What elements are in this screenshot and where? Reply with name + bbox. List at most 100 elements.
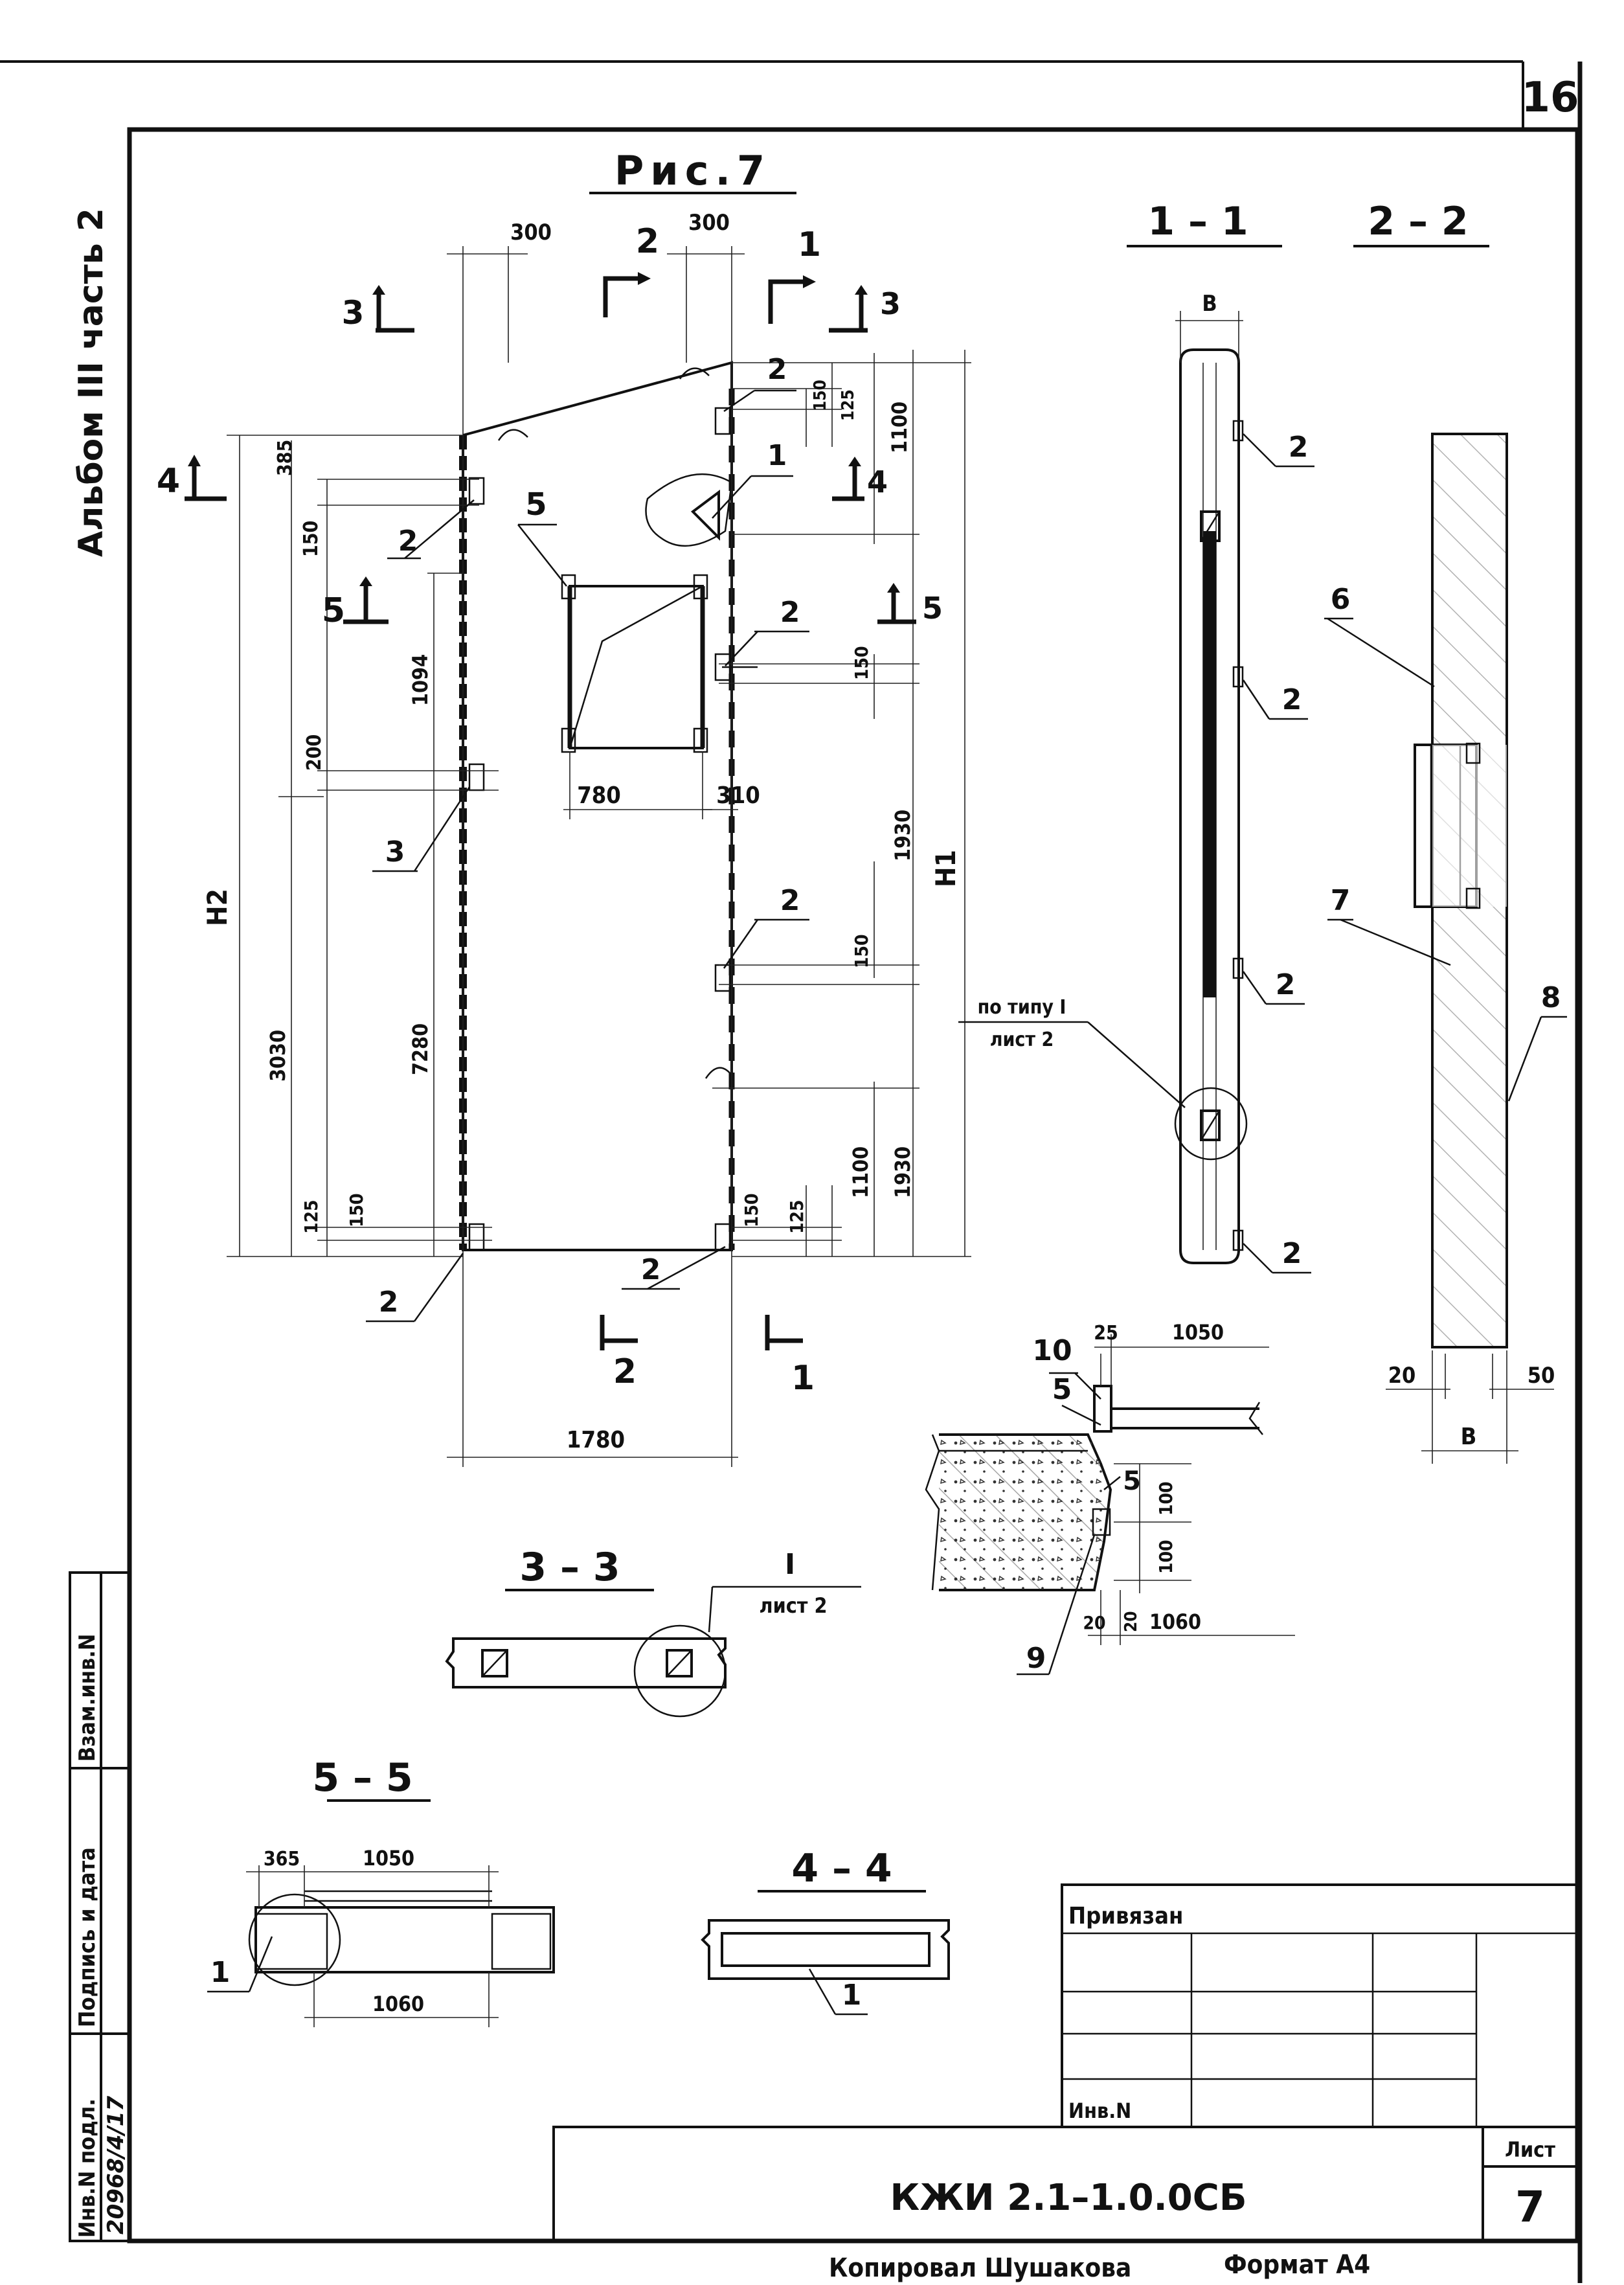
svg-text:B: B	[1202, 291, 1217, 317]
svg-text:3: 3	[880, 286, 901, 321]
svg-text:3030: 3030	[265, 1030, 290, 1082]
svg-text:5: 5	[322, 591, 345, 630]
svg-text:780: 780	[577, 782, 621, 809]
svg-text:по типу I: по типу I	[978, 996, 1066, 1019]
svg-text:3: 3	[342, 294, 365, 332]
svg-text:125: 125	[786, 1199, 807, 1234]
svg-text:2: 2	[636, 222, 659, 261]
section-2-2-title: 2 – 2	[1368, 199, 1468, 244]
section-5-5-title: 5 – 5	[312, 1755, 412, 1801]
svg-text:365: 365	[264, 1848, 300, 1870]
svg-text:2: 2	[1289, 431, 1309, 464]
svg-text:КЖИ 2.1–1.0.0СБ: КЖИ 2.1–1.0.0СБ	[890, 2177, 1246, 2219]
svg-text:5: 5	[922, 591, 943, 626]
footer-format: Формат А4	[1224, 2250, 1370, 2280]
main-callouts: 2 2 2 2 2 2 3 5 1	[366, 353, 809, 1323]
svg-text:2: 2	[641, 1253, 661, 1286]
svg-text:2: 2	[780, 596, 800, 629]
side-stamp: Инв.N подл. Подпись и дата Взам.инв.N 20…	[69, 1571, 131, 2242]
svg-text:150: 150	[851, 934, 872, 968]
svg-text:1: 1	[842, 1979, 862, 2012]
svg-text:Привязан: Привязан	[1068, 1903, 1183, 1929]
svg-text:5: 5	[1052, 1373, 1072, 1406]
section-3-3-title: 3 – 3	[519, 1545, 620, 1590]
svg-text:1930: 1930	[890, 1146, 915, 1198]
svg-text:100: 100	[1155, 1540, 1177, 1574]
main-dim-lines	[227, 246, 971, 1467]
section-3-3: 3 – 3 I лист 2	[445, 1545, 861, 1718]
svg-text:I: I	[785, 1548, 795, 1581]
svg-text:20: 20	[1083, 1612, 1105, 1633]
svg-text:9: 9	[1026, 1642, 1046, 1675]
title-block: Привязан Инв.N КЖИ 2.1–1.0.0СБ Лист 7	[552, 1883, 1579, 2242]
svg-text:Лист: Лист	[1505, 2137, 1555, 2162]
footer-copied: Копировал Шушакова	[829, 2253, 1131, 2283]
svg-text:2: 2	[379, 1286, 399, 1319]
sheet-frame	[0, 60, 1583, 2283]
svg-text:1: 1	[798, 225, 821, 264]
svg-text:1780: 1780	[567, 1427, 625, 1453]
svg-text:20: 20	[1122, 1611, 1141, 1632]
svg-text:7: 7	[1515, 2182, 1545, 2232]
svg-text:1930: 1930	[890, 810, 915, 861]
svg-text:1100: 1100	[848, 1146, 873, 1198]
svg-text:8: 8	[1541, 981, 1561, 1014]
section-2-2: 2 – 2 6 7 8 20 50 B	[1324, 199, 1567, 1464]
svg-text:Инв.N: Инв.N	[1068, 2098, 1131, 2123]
section-4-4-title: 4 – 4	[791, 1846, 892, 1891]
svg-text:1060: 1060	[372, 1992, 424, 2016]
svg-text:3: 3	[385, 836, 405, 869]
svg-text:200: 200	[303, 734, 326, 771]
svg-text:150: 150	[811, 380, 830, 411]
section-1-1-title: 1 – 1	[1147, 199, 1248, 244]
section-marks: 1 2 3 3 4 4 5 5 2 1	[157, 222, 943, 1398]
svg-text:100: 100	[1155, 1481, 1177, 1516]
svg-text:2: 2	[398, 525, 418, 558]
svg-text:Подпись и дата: Подпись и дата	[74, 1847, 100, 2027]
svg-text:7: 7	[1331, 884, 1351, 917]
svg-text:385: 385	[274, 440, 297, 476]
section-4-4: 4 – 4 1	[701, 1846, 950, 2016]
svg-text:310: 310	[716, 782, 760, 809]
svg-text:20: 20	[1388, 1363, 1416, 1389]
svg-text:1050: 1050	[1172, 1320, 1224, 1345]
svg-text:H2: H2	[201, 889, 233, 926]
svg-text:1094: 1094	[408, 654, 433, 706]
svg-text:2: 2	[767, 353, 787, 386]
svg-text:B: B	[1461, 1424, 1477, 1450]
svg-text:300: 300	[510, 220, 552, 245]
section-1-1: 1 – 1 B 2 2 2 2 по типу I лист 2	[958, 199, 1314, 1274]
svg-text:125: 125	[839, 389, 858, 421]
svg-text:150: 150	[741, 1193, 762, 1227]
svg-text:2: 2	[1276, 968, 1296, 1001]
main-dim-texts: 300 300 385 150 1094 200 7280 3030 125 1…	[201, 210, 962, 1453]
svg-text:10: 10	[1032, 1334, 1072, 1367]
sheet-number: 16	[1521, 74, 1579, 122]
svg-text:125: 125	[300, 1199, 322, 1234]
svg-text:20968/4/17: 20968/4/17	[103, 2096, 129, 2234]
node-detail: 10 5 5 9 25 1050 100 100 20 20 1060	[925, 1320, 1295, 1676]
svg-text:4: 4	[157, 462, 180, 501]
svg-text:1: 1	[791, 1359, 815, 1398]
svg-text:50: 50	[1528, 1363, 1555, 1389]
svg-text:300: 300	[688, 210, 730, 236]
svg-text:2: 2	[1282, 1237, 1302, 1270]
svg-text:1100: 1100	[887, 402, 912, 453]
figure-title: Рис.7	[615, 147, 771, 194]
svg-text:1050: 1050	[363, 1846, 414, 1870]
svg-text:1: 1	[210, 1956, 231, 1989]
svg-text:H1: H1	[930, 850, 962, 887]
svg-text:Инв.N подл.: Инв.N подл.	[74, 2098, 100, 2238]
svg-text:Взам.инв.N: Взам.инв.N	[74, 1634, 100, 1762]
svg-text:1060: 1060	[1149, 1609, 1201, 1634]
svg-text:лист 2: лист 2	[759, 1593, 827, 1618]
svg-text:7280: 7280	[408, 1023, 433, 1075]
svg-text:2: 2	[1282, 683, 1302, 716]
svg-text:2: 2	[613, 1352, 637, 1391]
svg-text:25: 25	[1094, 1322, 1118, 1345]
svg-text:4: 4	[867, 464, 888, 499]
svg-text:1: 1	[767, 439, 787, 472]
svg-text:2: 2	[780, 884, 800, 917]
svg-text:150: 150	[300, 521, 322, 557]
